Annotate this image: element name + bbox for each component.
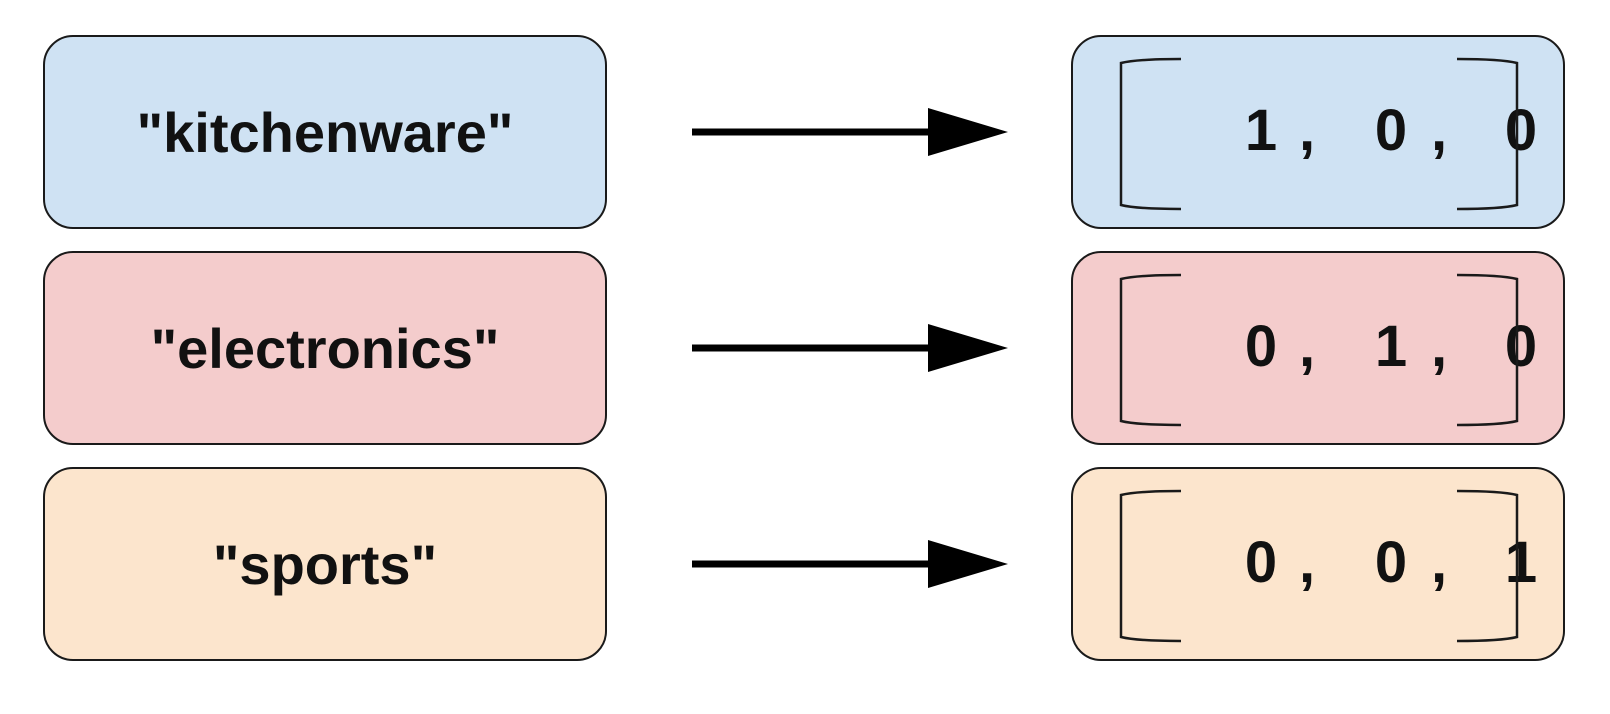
- right-bracket-icon: [1456, 489, 1519, 643]
- left-bracket-icon: [1119, 489, 1182, 643]
- right-arrow-icon: [692, 108, 1008, 156]
- right-arrow-icon: [692, 540, 1008, 588]
- vector-separator: ,: [1298, 314, 1316, 380]
- vector-value: 0: [1374, 530, 1408, 596]
- category-box-kitchenware: "kitchenware": [43, 35, 607, 229]
- encoding-row-kitchenware: "kitchenware" 1 , 0 , 0: [0, 35, 1610, 231]
- vector-values: 0 , 0 , 1: [1173, 469, 1537, 659]
- vector-value: 0: [1504, 314, 1538, 380]
- encoding-row-electronics: "electronics" 0 , 1 , 0: [0, 251, 1610, 447]
- vector-value: 0: [1244, 530, 1278, 596]
- right-bracket-icon: [1456, 273, 1519, 427]
- vector-value: 0: [1244, 314, 1278, 380]
- category-label: "sports": [212, 532, 438, 596]
- vector-separator: ,: [1298, 98, 1316, 164]
- vector-value: 1: [1504, 530, 1538, 596]
- vector-value: 1: [1244, 98, 1278, 164]
- vector-value: 0: [1374, 98, 1408, 164]
- vector-box-kitchenware: 1 , 0 , 0: [1071, 35, 1565, 229]
- right-bracket-icon: [1456, 57, 1519, 211]
- vector-separator: ,: [1430, 98, 1448, 164]
- vector-separator: ,: [1298, 530, 1316, 596]
- left-bracket-icon: [1119, 57, 1182, 211]
- category-label: "kitchenware": [136, 100, 514, 164]
- vector-box-sports: 0 , 0 , 1: [1071, 467, 1565, 661]
- vector-value: 1: [1374, 314, 1408, 380]
- vector-values: 0 , 1 , 0: [1173, 253, 1537, 443]
- left-bracket-icon: [1119, 273, 1182, 427]
- vector-separator: ,: [1430, 530, 1448, 596]
- vector-box-electronics: 0 , 1 , 0: [1071, 251, 1565, 445]
- vector-values: 1 , 0 , 0: [1173, 37, 1537, 227]
- category-box-electronics: "electronics": [43, 251, 607, 445]
- encoding-row-sports: "sports" 0 , 0 , 1: [0, 467, 1610, 663]
- vector-value: 0: [1504, 98, 1538, 164]
- right-arrow-icon: [692, 324, 1008, 372]
- category-label: "electronics": [150, 316, 500, 380]
- category-box-sports: "sports": [43, 467, 607, 661]
- vector-separator: ,: [1430, 314, 1448, 380]
